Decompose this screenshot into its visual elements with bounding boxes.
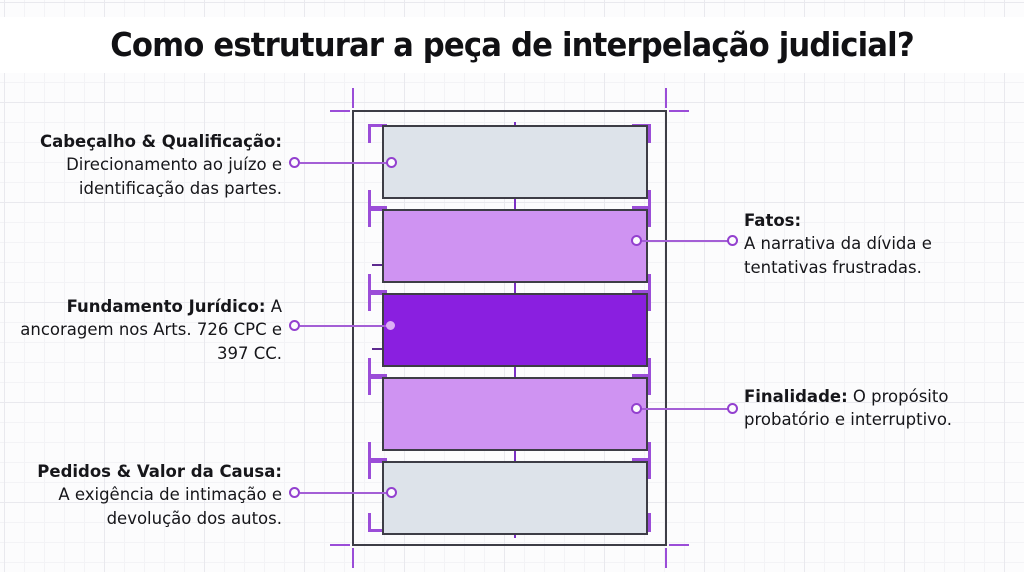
connector-line-finalidade [641, 408, 733, 410]
crop-mark-bottom-left-vertical [352, 548, 354, 568]
callout-cabecalho: Cabeçalho & Qualificação: Direcionamento… [20, 130, 282, 200]
callout-pedidos-body: A exigência de intimação e devolução dos… [58, 485, 282, 528]
crop-mark-top-left-horizontal [330, 110, 350, 112]
callout-finalidade-body: O propósito probatório e interruptivo. [744, 387, 952, 430]
crop-mark-bottom-right-horizontal [669, 544, 689, 546]
connector-dot-text-fundamento [289, 320, 300, 331]
connector-line-pedidos [300, 492, 392, 494]
connector-line-cabecalho [300, 162, 392, 164]
crop-mark-bottom-left-horizontal [330, 544, 350, 546]
connector-line-fatos [641, 240, 733, 242]
callout-pedidos-heading: Pedidos & Valor da Causa: [37, 462, 282, 481]
crop-mark-top-left-vertical [352, 88, 354, 108]
connector-line-fundamento [300, 325, 392, 327]
callout-fatos-heading: Fatos: [744, 211, 802, 230]
callout-finalidade-heading: Finalidade: [744, 387, 848, 406]
connector-dot-text-fatos [727, 235, 738, 246]
section-bar-fundamento[interactable] [382, 293, 648, 367]
connector-dot-bar-finalidade [631, 403, 642, 414]
crop-mark-top-right-horizontal [669, 110, 689, 112]
callout-cabecalho-heading: Cabeçalho & Qualificação: [40, 132, 282, 151]
connector-dot-text-pedidos [289, 487, 300, 498]
connector-dot-bar-pedidos [386, 487, 397, 498]
section-bar-fatos[interactable] [382, 209, 648, 283]
callout-fatos-body: A narrativa da dívida e tentativas frust… [744, 234, 932, 277]
callout-fundamento-heading: Fundamento Jurídico: [66, 297, 266, 316]
callout-fundamento: Fundamento Jurídico: A ancoragem nos Art… [20, 295, 282, 365]
section-bars-stack [382, 125, 648, 535]
connector-dot-text-cabecalho [289, 157, 300, 168]
callout-fundamento-body: A ancoragem nos Arts. 726 CPC e 397 CC. [20, 297, 282, 363]
page-title: Como estruturar a peça de interpelação j… [110, 25, 914, 64]
crop-mark-bottom-right-vertical [665, 548, 667, 568]
section-bar-pedidos[interactable] [382, 461, 648, 535]
callout-pedidos: Pedidos & Valor da Causa: A exigência de… [20, 460, 282, 530]
connector-dot-bar-cabecalho [386, 157, 397, 168]
connector-dot-bar-fundamento [386, 321, 395, 330]
connector-dot-text-finalidade [727, 403, 738, 414]
document-structure-diagram [352, 110, 667, 546]
callout-cabecalho-body: Direcionamento ao juízo e identificação … [66, 155, 282, 198]
crop-mark-top-right-vertical [665, 88, 667, 108]
section-bar-finalidade[interactable] [382, 377, 648, 451]
connector-dot-bar-fatos [631, 235, 642, 246]
callout-finalidade: Finalidade: O propósito probatório e int… [744, 385, 1012, 432]
title-background-band [0, 17, 1024, 73]
callout-fatos: Fatos: A narrativa da dívida e tentativa… [744, 209, 1012, 279]
section-bar-cabecalho[interactable] [382, 125, 648, 199]
